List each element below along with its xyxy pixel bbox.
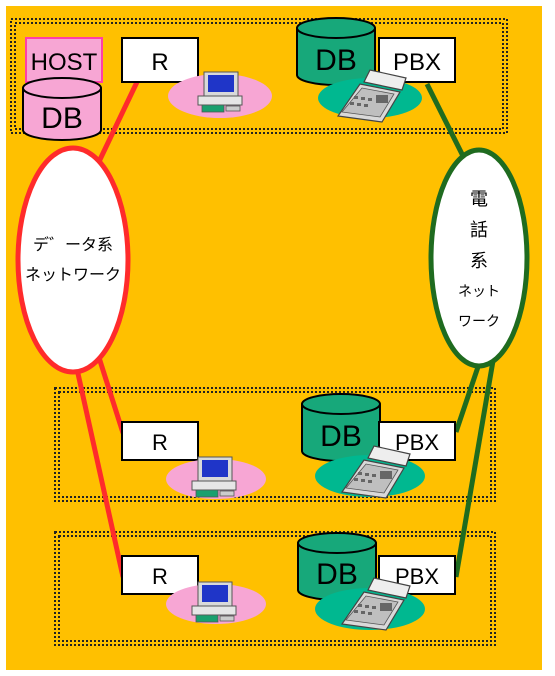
site3-db-cylinder — [297, 532, 377, 601]
host-db-label: DB — [41, 102, 83, 135]
site3-router-box — [121, 555, 199, 595]
phone-network-label-1: 電 — [470, 189, 488, 209]
phone-network-label-5: ワーク — [458, 313, 500, 329]
data-link-top — [92, 80, 140, 172]
site3-boundary-inner — [58, 535, 492, 642]
top-db-label: DB — [315, 44, 357, 77]
top-router-label: R — [151, 49, 168, 76]
site3-db-label: DB — [316, 558, 358, 591]
site2-router-label: R — [152, 430, 168, 455]
top-site-boundary — [10, 18, 508, 134]
site3-boundary — [54, 531, 496, 646]
host-label: HOST — [31, 49, 98, 76]
top-site-boundary-inner — [14, 22, 504, 130]
phone-network-label-3: 系 — [470, 251, 488, 271]
site2-boundary — [54, 387, 496, 502]
data-network-label-line1: デ゛ータ系 — [33, 235, 113, 254]
host-db-cylinder — [22, 77, 102, 141]
phone-link-site3 — [453, 354, 497, 578]
computer-icon — [197, 71, 243, 113]
top-router-box — [121, 37, 199, 83]
data-network-ellipse — [15, 145, 131, 375]
computer-icon — [191, 456, 237, 498]
site2-pbx-label: PBX — [395, 430, 439, 455]
site2-router-box — [121, 421, 199, 461]
phone-network-ellipse — [428, 147, 530, 369]
top-pbx-label: PBX — [393, 49, 441, 76]
site3-router-label: R — [152, 564, 168, 589]
computer-icon — [191, 581, 237, 623]
host-box — [25, 37, 103, 83]
data-link-site3 — [72, 359, 126, 578]
site2-boundary-inner — [58, 391, 492, 498]
site2-db-label: DB — [320, 420, 362, 453]
data-network-label-line2: ネットワーク — [25, 266, 121, 284]
phone-link-top — [424, 82, 468, 162]
phone-network-label-2: 話 — [470, 220, 488, 240]
phone-network-label-4: ネット — [458, 283, 500, 299]
site2-db-cylinder — [301, 393, 381, 462]
